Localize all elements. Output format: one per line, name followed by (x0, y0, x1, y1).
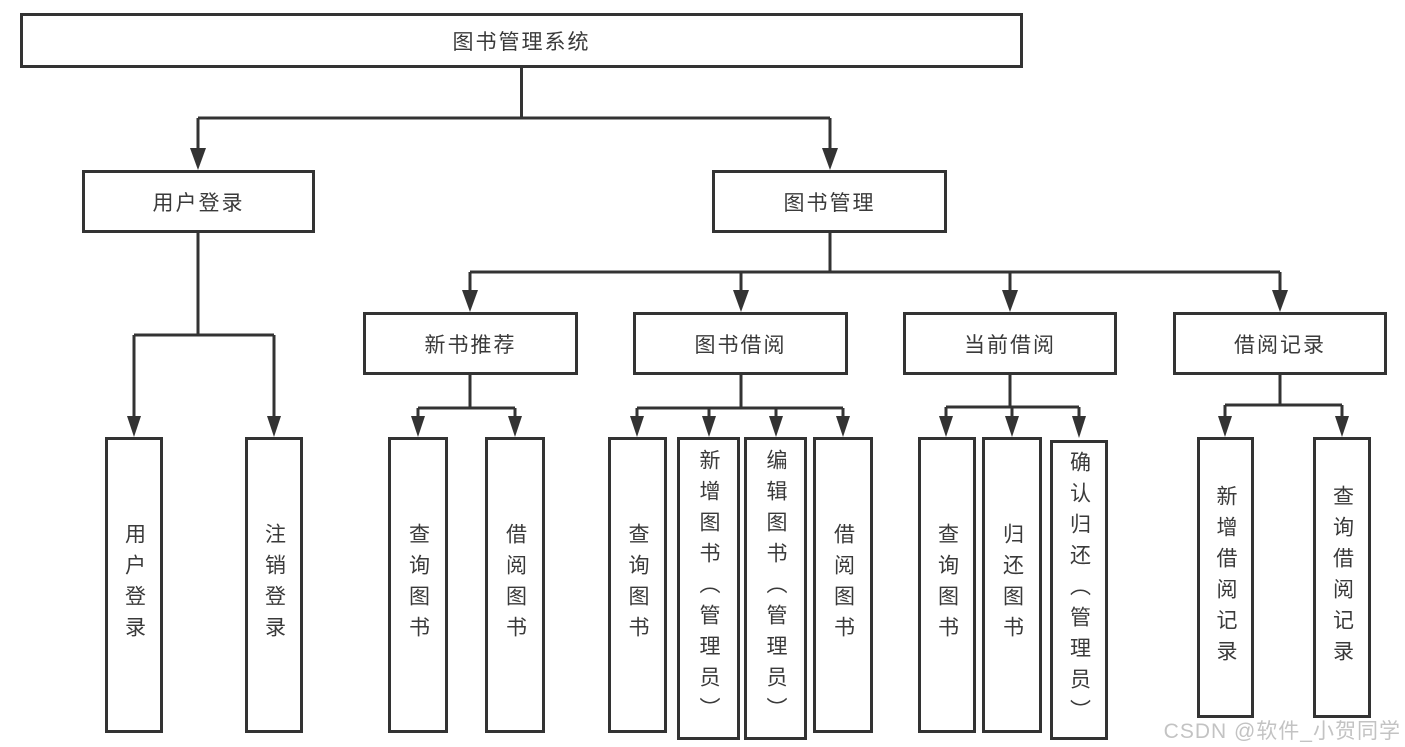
leaf-current-query-book: 查询图书 (918, 437, 976, 733)
node-user-login: 用户登录 (82, 170, 315, 233)
leaf-return-book: 归还图书 (982, 437, 1042, 733)
leaf-logout-label: 注销登录 (262, 523, 286, 647)
leaf-borrow-book: 借阅图书 (813, 437, 873, 733)
leaf-user-login-label: 用户登录 (122, 523, 146, 647)
leaf-borrow-query-book-label: 查询图书 (626, 523, 649, 647)
node-book-borrow-label: 图书借阅 (694, 333, 787, 357)
node-current-borrow-label: 当前借阅 (964, 333, 1056, 357)
watermark: CSDN @软件_小贺同学 (1163, 720, 1401, 743)
leaf-current-query-book-label: 查询图书 (935, 523, 959, 647)
leaf-user-login: 用户登录 (105, 437, 163, 733)
node-root-label: 图书管理系统 (452, 30, 591, 54)
leaf-add-book-admin-label: 新增图书（管理员） (697, 449, 720, 728)
node-borrow-record: 借阅记录 (1173, 312, 1387, 375)
node-root: 图书管理系统 (20, 13, 1023, 68)
leaf-confirm-return-admin-label: 确认归还（管理员） (1067, 450, 1091, 730)
leaf-add-borrow-record-label: 新增借阅记录 (1214, 484, 1237, 671)
node-book-management: 图书管理 (712, 170, 947, 233)
leaf-return-book-label: 归还图书 (1000, 523, 1024, 647)
leaf-recommend-borrow-book: 借阅图书 (485, 437, 545, 733)
leaf-recommend-borrow-book-label: 借阅图书 (503, 523, 527, 647)
node-new-book-recommend: 新书推荐 (363, 312, 578, 375)
node-new-book-recommend-label: 新书推荐 (424, 333, 517, 357)
leaf-borrow-query-book: 查询图书 (608, 437, 667, 733)
node-book-management-label: 图书管理 (783, 191, 876, 215)
node-current-borrow: 当前借阅 (903, 312, 1117, 375)
leaf-recommend-query-book-label: 查询图书 (406, 523, 430, 647)
leaf-query-borrow-record: 查询借阅记录 (1313, 437, 1371, 718)
leaf-logout: 注销登录 (245, 437, 303, 733)
leaf-add-book-admin: 新增图书（管理员） (677, 437, 740, 740)
leaf-edit-book-admin-label: 编辑图书（管理员） (764, 449, 787, 728)
node-user-login-label: 用户登录 (152, 191, 245, 215)
leaf-edit-book-admin: 编辑图书（管理员） (744, 437, 807, 740)
node-book-borrow: 图书借阅 (633, 312, 848, 375)
leaf-query-borrow-record-label: 查询借阅记录 (1330, 484, 1354, 671)
node-borrow-record-label: 借阅记录 (1234, 333, 1326, 357)
leaf-borrow-book-label: 借阅图书 (831, 523, 855, 647)
leaf-recommend-query-book: 查询图书 (388, 437, 448, 733)
leaf-add-borrow-record: 新增借阅记录 (1197, 437, 1254, 718)
leaf-confirm-return-admin: 确认归还（管理员） (1050, 440, 1108, 740)
